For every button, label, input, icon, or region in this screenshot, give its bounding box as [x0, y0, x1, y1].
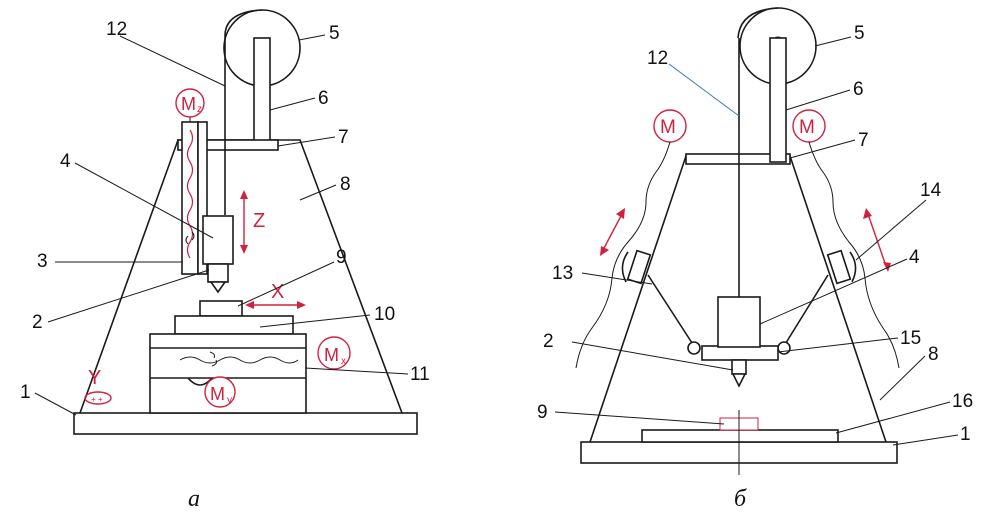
label-a-7: 7	[338, 127, 349, 148]
filament-arc-a	[224, 9, 263, 37]
caption-b: б	[734, 486, 747, 512]
label-b-2: 2	[543, 331, 554, 352]
label-b-9: 9	[537, 402, 548, 423]
diagram-a: M z Z X M x M y Y + +	[20, 9, 430, 512]
print-head-b	[717, 296, 761, 348]
nozzle-holder-b	[731, 359, 747, 375]
label-a-8: 8	[340, 174, 351, 195]
arm-right-b	[783, 274, 829, 347]
belt-left-b	[575, 141, 671, 369]
label-a-9: 9	[336, 247, 347, 268]
motor-z-a	[175, 88, 205, 118]
motor-y-a	[204, 376, 236, 408]
label-a-12: 12	[106, 19, 127, 40]
leaders-b	[554, 36, 959, 446]
axis-x-label: X	[271, 281, 284, 303]
label-a-1: 1	[20, 382, 31, 403]
motor-y-label: M	[210, 384, 225, 404]
label-a-6: 6	[318, 88, 329, 109]
label-b-16: 16	[952, 391, 973, 412]
label-b-4: 4	[909, 247, 920, 268]
motor-left-label: M	[660, 117, 676, 138]
nozzle-holder-a	[207, 263, 229, 283]
label-a-4: 4	[60, 151, 71, 172]
label-b-7: 7	[858, 130, 869, 151]
reel-arm-a	[253, 37, 271, 143]
label-b-13: 13	[552, 263, 573, 284]
build-plate-b	[641, 429, 839, 443]
effector-b	[701, 345, 779, 361]
base-plate-a	[73, 412, 418, 435]
motor-z-sub: z	[197, 104, 202, 115]
arrow-left-b	[602, 213, 623, 251]
label-a-2: 2	[32, 312, 43, 333]
label-b-6: 6	[853, 79, 864, 100]
label-b-1: 1	[960, 424, 971, 445]
printed-part-a	[199, 300, 243, 317]
z-leadscrew-a	[186, 129, 194, 259]
nozzle-a	[209, 281, 227, 294]
carriage-left-b	[626, 249, 652, 285]
motor-right-label: M	[799, 117, 815, 138]
label-a-5: 5	[329, 23, 340, 44]
reel-arm-b	[769, 37, 787, 163]
crossbar-b	[685, 153, 791, 165]
carriage-right-b	[826, 249, 852, 285]
svg-text:+ +: + +	[91, 395, 103, 404]
label-a-10: 10	[374, 304, 395, 325]
label-b-5: 5	[854, 23, 865, 44]
label-b-15: 15	[900, 328, 921, 349]
motor-y-sub: y	[227, 395, 232, 406]
motor-x-a	[317, 336, 351, 370]
axis-z-label: Z	[253, 210, 265, 232]
arrow-right-b	[867, 213, 887, 267]
label-b-8: 8	[928, 344, 939, 365]
label-b-12: 12	[647, 48, 668, 69]
screw-mark-a	[185, 231, 195, 245]
leaders-a	[34, 34, 409, 416]
motor-x-sub: x	[341, 356, 346, 367]
arm-left-b	[647, 274, 695, 347]
axis-y-label: Y	[88, 367, 101, 389]
x-leadscrew-a	[179, 356, 299, 364]
motor-z-label: M	[181, 94, 196, 114]
z-guide-a	[181, 121, 199, 275]
caption-a: а	[188, 486, 200, 512]
filament-arc-b	[737, 7, 779, 39]
crossbar-a	[177, 139, 279, 151]
z-guide-rail-a	[197, 121, 208, 275]
nozzle-b	[731, 373, 747, 388]
belt-right-b	[808, 141, 900, 369]
motor-x-label: M	[324, 345, 339, 365]
label-a-3: 3	[37, 251, 48, 272]
label-b-14: 14	[920, 180, 942, 201]
label-a-11: 11	[410, 364, 430, 385]
y-axis-mark	[84, 391, 112, 405]
diagram-b: M M	[537, 7, 973, 512]
print-head-a	[202, 215, 234, 265]
